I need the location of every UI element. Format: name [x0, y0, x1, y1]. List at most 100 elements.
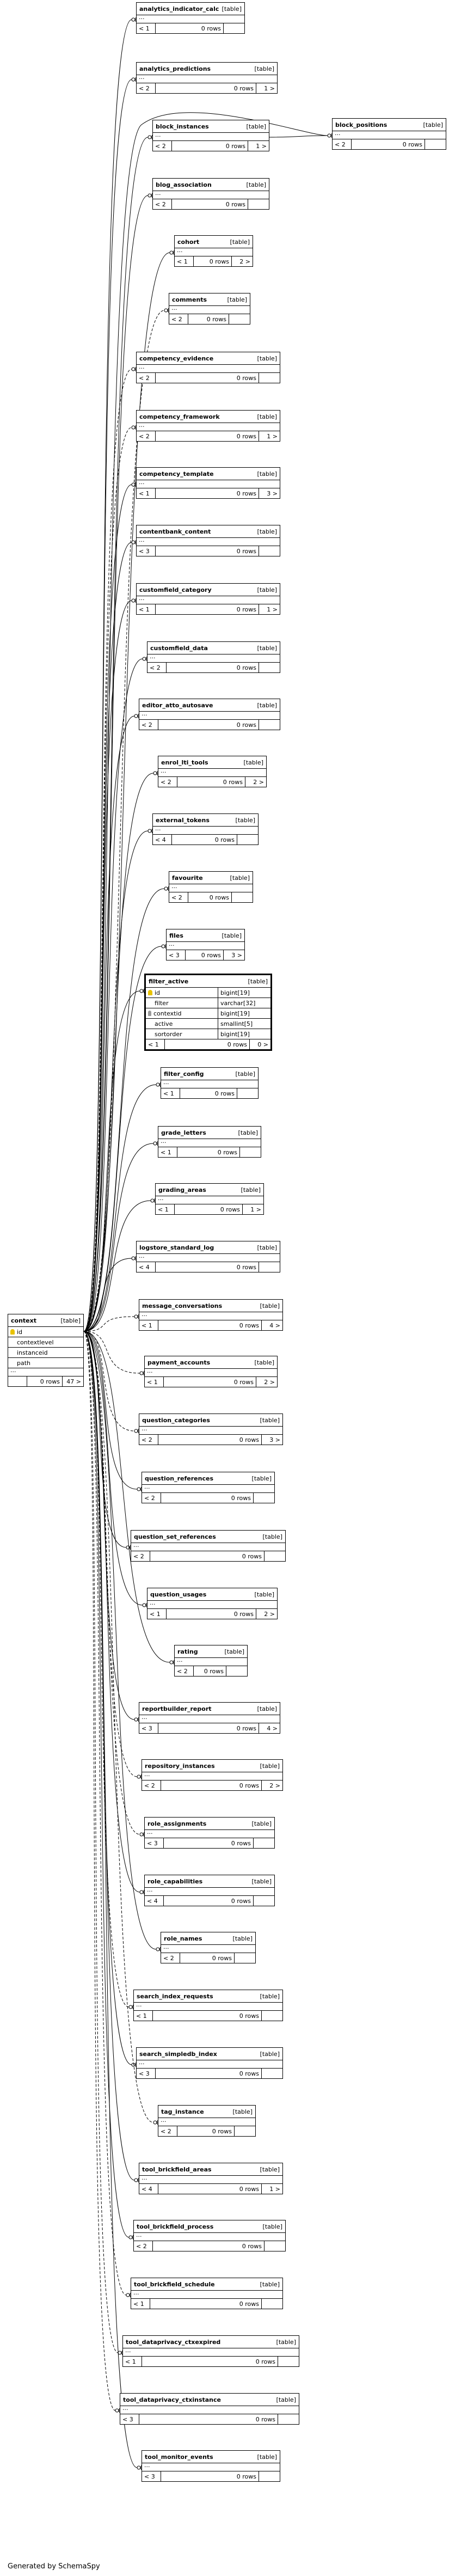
relationship-many-marker	[134, 2062, 137, 2067]
parents-count: < 2	[163, 1954, 174, 1962]
children-count	[224, 23, 244, 33]
relationship-optional-marker	[142, 657, 146, 661]
column-name: sortorder	[155, 1030, 182, 1038]
relationship-many-marker	[151, 828, 153, 834]
relationship-line	[83, 1331, 174, 1663]
column-row: instanceid	[8, 1348, 83, 1358]
table-type: [table]	[222, 5, 242, 13]
column-name-cell: contextlevel	[8, 1339, 83, 1346]
table-type: [table]	[222, 932, 242, 939]
table-type: [table]	[257, 470, 277, 478]
relationship-line	[83, 112, 328, 1332]
relationship-line	[83, 1143, 158, 1332]
table-header: search_simpledb_index[table]	[137, 2048, 282, 2060]
more-columns-indicator: ...	[153, 190, 269, 199]
children-count	[262, 2299, 282, 2309]
table-header: grading_areas[table]	[156, 1184, 263, 1196]
row-count: 0 rows	[155, 2069, 262, 2078]
relationship-line	[83, 1331, 131, 2296]
relationship-line	[83, 1331, 131, 1548]
relationship-line	[83, 658, 147, 1332]
parents-count: < 2	[136, 2242, 147, 2250]
relationship-optional-marker	[153, 2120, 157, 2125]
table-type: [table]	[251, 1474, 272, 1482]
table-tool-dataprivacy-ctxinstance[interactable]: tool_dataprivacy_ctxinstance[table]...< …	[120, 2393, 299, 2425]
children-count: 1 >	[267, 605, 278, 613]
table-header: grade_letters[table]	[158, 1127, 261, 1139]
table-name: question_references	[145, 1474, 214, 1482]
table-header: role_names[table]	[161, 1932, 255, 1945]
table-header: filter_active[table]	[146, 975, 270, 988]
more-columns-indicator: ...	[147, 653, 280, 663]
parents-count: < 2	[161, 2127, 171, 2135]
relationship-line	[83, 1258, 136, 1332]
table-name: context	[11, 1317, 36, 1324]
children-count	[262, 2011, 282, 2021]
parents-count: < 3	[144, 2473, 155, 2480]
relationship-many-marker	[118, 2408, 120, 2413]
row-count: 0 rows	[351, 139, 425, 149]
table-header: block_positions[table]	[333, 119, 446, 131]
relationship-line	[83, 946, 166, 1332]
table-type: [table]	[243, 758, 263, 766]
more-columns-indicator: ...	[158, 2117, 255, 2126]
parents-count: < 4	[147, 1897, 158, 1905]
table-header: customfield_data[table]	[147, 642, 280, 654]
more-columns-indicator: ...	[134, 2002, 282, 2011]
parents-count: < 2	[177, 1667, 188, 1675]
more-columns-indicator: ...	[139, 711, 280, 720]
table-tool-dataprivacy-ctxexpired[interactable]: tool_dataprivacy_ctxexpired[table]...< 1…	[122, 2335, 299, 2367]
children-count	[254, 1896, 274, 1906]
children-count	[254, 1838, 274, 1848]
